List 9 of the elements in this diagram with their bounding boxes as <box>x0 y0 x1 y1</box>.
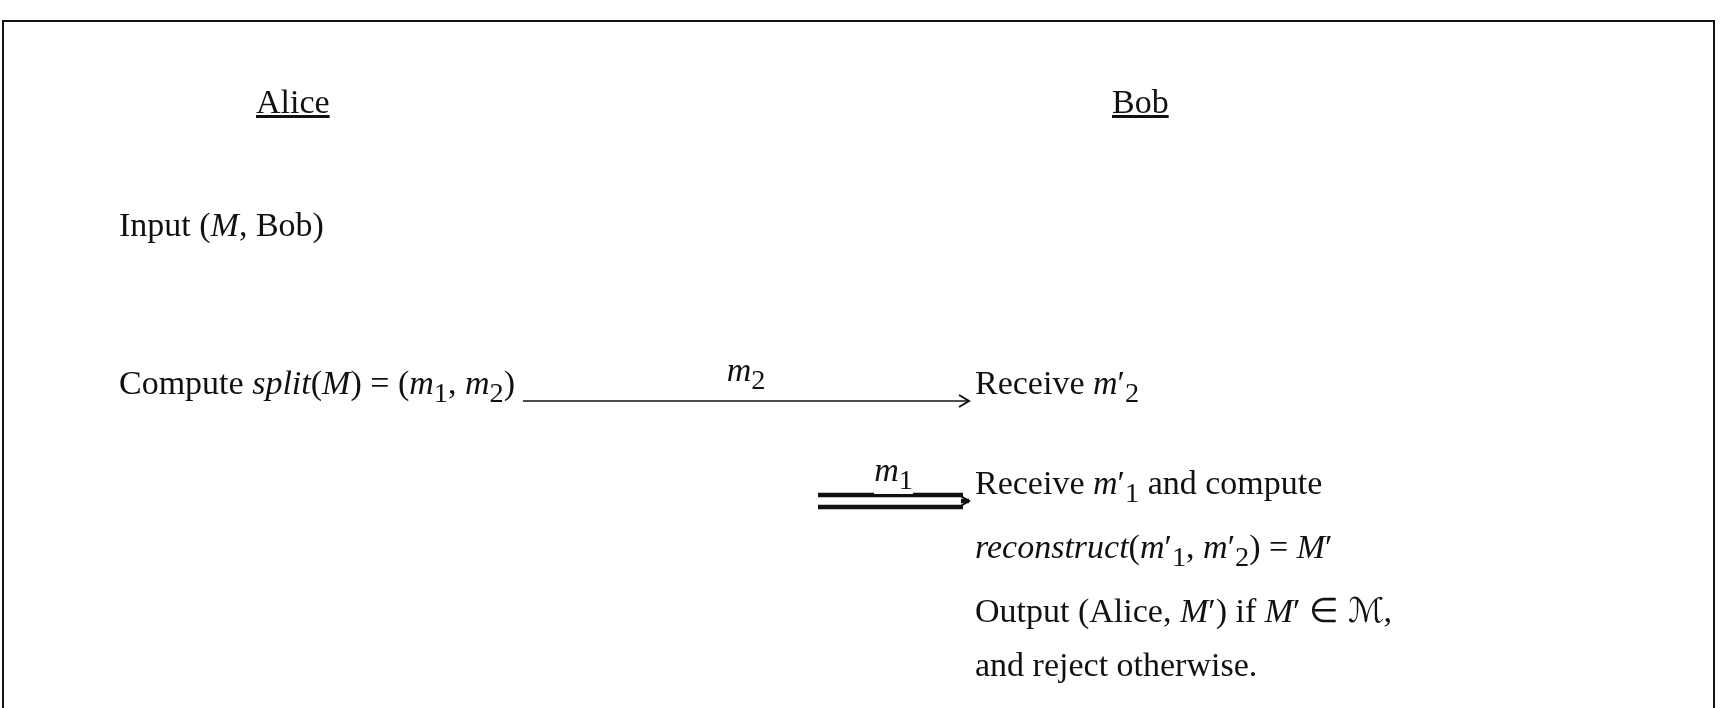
step-text: Receive m′$_{2}$ <box>975 356 1140 420</box>
step-text: Input (M, Bob) <box>119 205 324 245</box>
column-heading: Alice <box>256 82 330 122</box>
step-text: Output (Alice, M′) if M′ ∈ ℳ, and reject otherwise. <box>975 590 1394 685</box>
step-text: Compute split(M) = (m$_{1}$, m$_{2}$) <box>119 356 516 420</box>
step-text: Receive m′$_{1}$ and compute reconstruct(m′$_{1}$, m′$_{2}$) = M′ <box>975 463 1334 574</box>
arrow <box>815 492 972 510</box>
arrow <box>522 394 970 408</box>
column-heading: Bob <box>1112 82 1169 122</box>
